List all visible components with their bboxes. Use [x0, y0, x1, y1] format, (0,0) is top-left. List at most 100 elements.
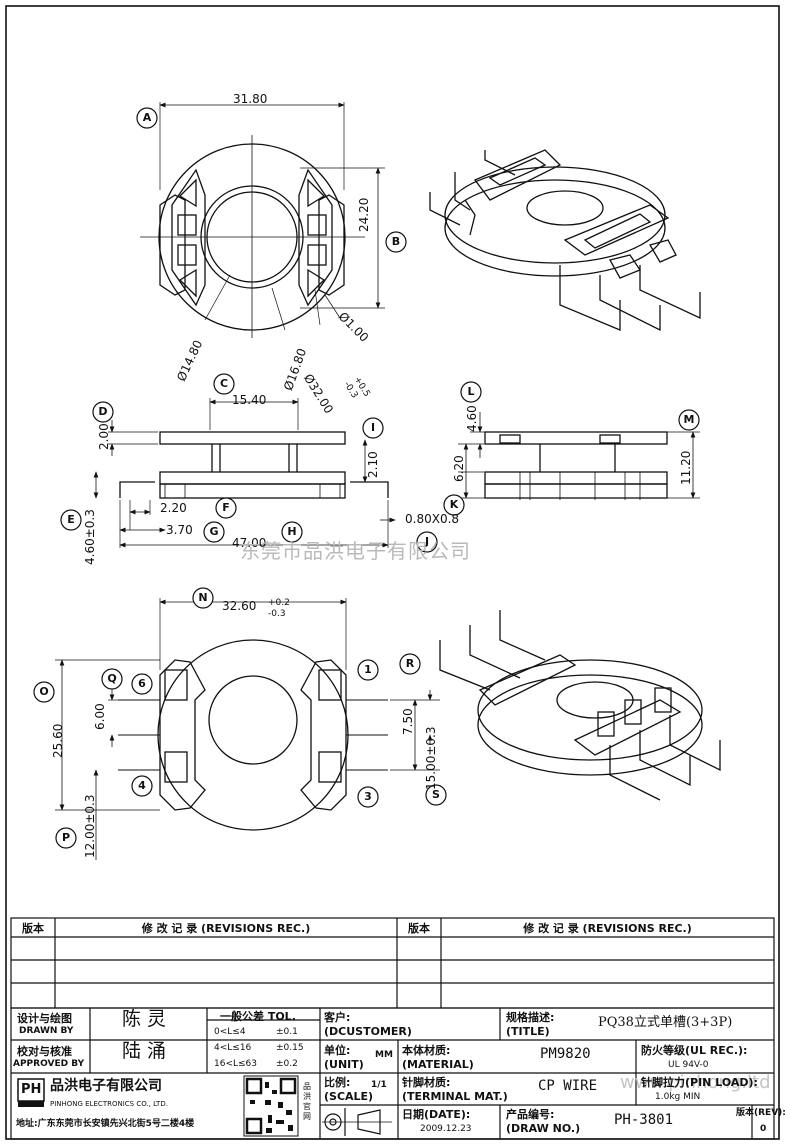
dim-p: 12.00±0.3	[83, 794, 97, 859]
design-cn: 设计与绘图	[17, 1012, 72, 1025]
dim-r: 7.50	[401, 708, 415, 735]
customer-en: (DCUSTOMER)	[324, 1025, 412, 1038]
balloon-c: C	[219, 377, 229, 390]
date-val: 2009.12.23	[420, 1124, 472, 1134]
balloon-f: F	[222, 501, 230, 514]
bottom-view	[55, 598, 440, 860]
dim-n: 32.60	[222, 599, 257, 613]
balloon-a: A	[142, 111, 152, 124]
tol-val-1: ±0.1	[276, 1027, 298, 1037]
balloon-group	[33, 107, 700, 849]
logo-text: PH	[21, 1082, 42, 1097]
title-block-frame	[10, 917, 775, 1140]
rev-cn: 版本(REV):	[736, 1108, 785, 1118]
top-iso-view	[429, 149, 701, 332]
address: 地址:广东东莞市长安镇先兴北街5号二楼4楼	[16, 1119, 195, 1129]
dim-s: 15.00±0.3	[424, 726, 438, 791]
terminal-en: (TERMINAL MAT.)	[402, 1090, 508, 1103]
top-view	[140, 102, 385, 338]
balloon-o: O	[39, 685, 49, 698]
rev-col4: 修 改 记 录 (REVISIONS REC.)	[523, 922, 692, 935]
spec-cn: 规格描述:	[506, 1011, 555, 1024]
material-cn: 本体材质:	[402, 1044, 451, 1057]
dim-c: 15.40	[232, 393, 267, 407]
side-view-right	[458, 412, 700, 500]
customer-cn: 客户:	[324, 1011, 351, 1024]
pin-1: 1	[364, 663, 372, 676]
material-val: PM9820	[540, 1046, 591, 1062]
dim-height: 24.20	[357, 197, 371, 232]
tol-val-3: ±0.2	[276, 1059, 298, 1069]
balloon-l: L	[467, 385, 475, 398]
balloon-e: E	[67, 513, 75, 526]
scale-en: (SCALE)	[324, 1090, 374, 1103]
balloon-r: R	[405, 657, 415, 670]
terminal-val: CP WIRE	[538, 1078, 598, 1094]
dim-h: 47.00	[232, 536, 267, 550]
spec-val: PQ38立式单槽(3+3P)	[598, 1015, 733, 1030]
dim-d: 2.00	[97, 423, 111, 450]
drawno-cn: 产品编号:	[506, 1108, 555, 1121]
rev-col2: 修 改 记 录 (REVISIONS REC.)	[141, 922, 311, 935]
dim-m: 11.20	[679, 450, 693, 485]
qr-code	[243, 1075, 299, 1137]
balloon-q: Q	[107, 672, 117, 685]
design-name: 陈 灵	[122, 1008, 167, 1030]
pinload-val: 1.0kg MIN	[655, 1092, 701, 1102]
design-en: DRAWN BY	[19, 1026, 74, 1036]
watermark-url: www.pinhong.ltd	[620, 1072, 771, 1093]
tol-range-2: 4<L≤16	[214, 1043, 252, 1053]
spec-en: (TITLE)	[506, 1025, 550, 1038]
dim-q: 6.00	[93, 703, 107, 730]
terminal-cn: 针脚材质:	[402, 1076, 451, 1089]
tol-range-1: 0<L≤4	[214, 1027, 246, 1037]
pin-6: 6	[138, 677, 146, 690]
balloon-i: I	[370, 421, 376, 434]
balloon-m: M	[683, 413, 695, 426]
dim-width: 31.80	[233, 92, 268, 106]
dim-g: 3.70	[166, 523, 193, 537]
dim-l: 4.60	[465, 405, 479, 432]
page-border	[5, 5, 780, 1140]
fire-cn: 防火等级(UL REC.):	[641, 1044, 748, 1057]
side-view-left	[93, 398, 396, 548]
balloon-s: S	[432, 788, 440, 801]
balloon-g: G	[209, 525, 219, 538]
unit-en: (UNIT)	[324, 1058, 364, 1071]
balloon-p: P	[61, 831, 71, 844]
date-cn: 日期(DATE):	[402, 1108, 471, 1121]
tol-range-3: 16<L≤63	[214, 1059, 258, 1069]
unit-val: MM	[375, 1050, 393, 1060]
balloon-n: N	[198, 591, 208, 604]
dim-n-tol-plus: +0.2	[268, 598, 290, 608]
rev-col3: 版本	[408, 922, 430, 935]
company-en: PINHONG ELECTRONICS CO., LTD.	[50, 1100, 168, 1108]
fire-val: UL 94V-0	[668, 1060, 709, 1070]
dim-j: 0.80X0.8	[405, 512, 460, 526]
dim-o: 25.60	[51, 723, 65, 758]
check-cn: 校对与核准	[17, 1045, 72, 1058]
qr-side-text: 品洪官网	[303, 1082, 311, 1121]
balloon-b: B	[391, 235, 401, 248]
balloon-j: J	[424, 535, 430, 548]
material-en: (MATERIAL)	[402, 1058, 474, 1071]
pin-4: 4	[138, 779, 146, 792]
drawno-val: PH-3801	[614, 1112, 674, 1128]
dim-k: 6.20	[452, 455, 466, 482]
watermark: 东莞市品洪电子有限公司	[240, 539, 471, 563]
balloon-h: H	[287, 525, 297, 538]
scale-val: 1/1	[371, 1080, 387, 1090]
tol-val-2: ±0.15	[276, 1043, 304, 1053]
company-logo	[17, 1078, 45, 1107]
check-en: APPROVED BY	[13, 1059, 85, 1069]
dim-e: 4.60±0.3	[83, 509, 97, 565]
balloon-d: D	[98, 405, 108, 418]
tol-title: 一般公差 TOL.	[220, 1010, 296, 1023]
drawno-en: (DRAW NO.)	[506, 1122, 581, 1135]
dim-i: 2.10	[366, 451, 380, 478]
pin-3: 3	[364, 790, 372, 803]
company-cn: 品洪电子有限公司	[50, 1078, 162, 1094]
balloon-k: K	[449, 498, 459, 511]
rev-col1: 版本	[22, 922, 44, 935]
